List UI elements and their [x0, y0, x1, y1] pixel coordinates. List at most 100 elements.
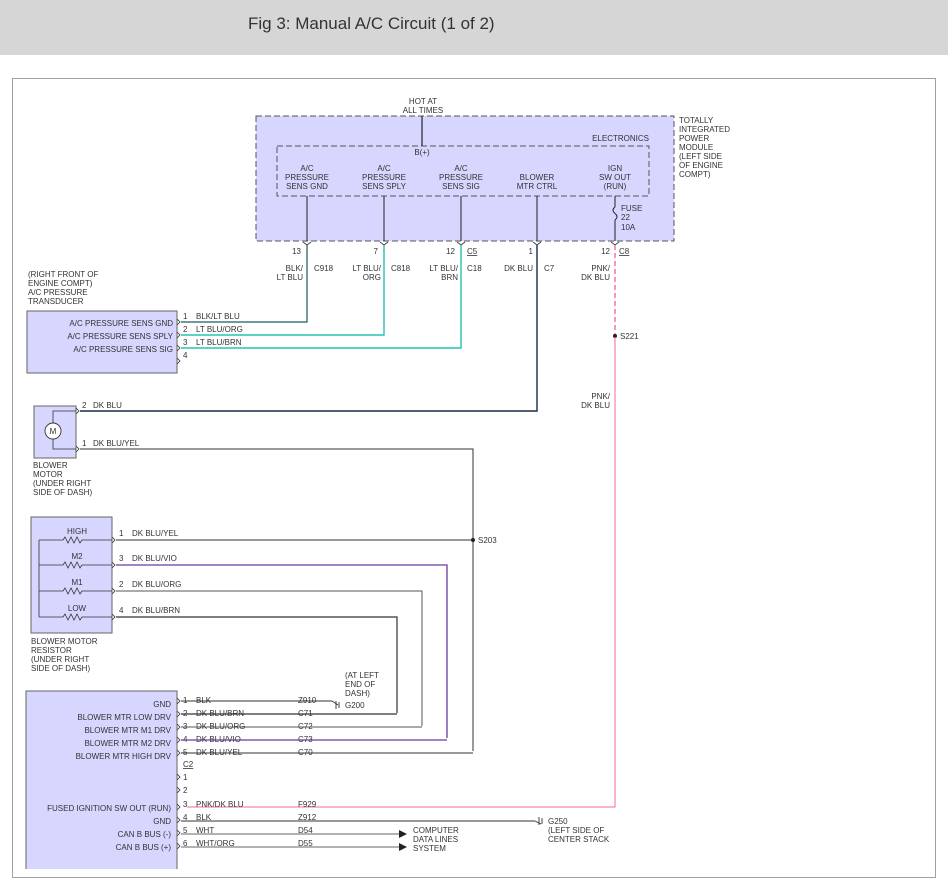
wire-color-label: BLK/: [286, 264, 304, 273]
tipm-pin-label: MTR CTRL: [517, 182, 558, 191]
control-pin-label: CAN B BUS (+): [116, 843, 172, 852]
splice-s203-dot: [471, 538, 475, 542]
resistor-pin-chevrons: [111, 536, 116, 621]
figure-title: Fig 3: Manual A/C Circuit (1 of 2): [248, 14, 495, 33]
tipm-pin-label: A/C: [377, 164, 391, 173]
resistor-step-label: M1: [71, 578, 83, 587]
wire-dk-blu-yel-motor: [80, 448, 474, 751]
hvac-control-module: [25, 690, 178, 869]
circuit-code: F929: [298, 800, 317, 809]
control-pin-label: FUSED IGNITION SW OUT (RUN): [47, 804, 171, 813]
tipm-connector-c8: C8: [619, 247, 630, 256]
control-pin-number: 5: [183, 826, 188, 835]
wire-color-label: ORG: [363, 273, 381, 282]
tipm-module: [255, 115, 675, 242]
tipm-name-line: MODULE: [679, 143, 713, 152]
wire-color-label: PNK/: [591, 392, 610, 401]
wire-dk-blu: [80, 245, 538, 412]
control-pin-label: CAN B BUS (-): [118, 830, 172, 839]
hot-at-label: HOT AT: [409, 97, 437, 106]
tipm-pin-label: A/C: [454, 164, 468, 173]
connector-label: C918: [314, 264, 334, 273]
connector-label: C7: [544, 264, 555, 273]
transducer-pin-number: 1: [183, 312, 188, 321]
control-pin-number: 2: [183, 786, 188, 795]
wire-color-label: DK BLU/BRN: [132, 606, 180, 615]
tipm-name-line: TOTALLY: [679, 116, 714, 125]
ac-pressure-transducer: [26, 310, 178, 374]
fuse-number: 22: [621, 213, 630, 222]
transducer-location: (RIGHT FRONT OF ENGINE COMPT) A/C PRESSU…: [28, 270, 98, 306]
resistor-step-label: LOW: [68, 604, 87, 613]
motor-lead-top: [52, 410, 76, 423]
ground-g200-location: END OF: [345, 680, 375, 689]
tipm-pin-label: SENS SPLY: [362, 182, 407, 191]
transducer-location-line: (RIGHT FRONT OF: [28, 270, 98, 279]
wire-dk-blu-brn: [116, 616, 398, 713]
ground-g250-symbol: [534, 817, 543, 825]
wire-color-label: LT BLU/BRN: [196, 338, 242, 347]
tipm-internal-stubs: [306, 196, 616, 241]
tipm-bplus-label: B(+): [414, 148, 430, 157]
transducer-location-line: A/C PRESSURE: [28, 288, 88, 297]
control-pin-label: BLOWER MTR M2 DRV: [84, 739, 171, 748]
tipm-name-line: INTEGRATED: [679, 125, 730, 134]
blower-pin-number: 2: [82, 401, 87, 410]
circuit-code: D55: [298, 839, 313, 848]
ground-g200-symbol: [331, 700, 340, 709]
blower-motor-label: BLOWER MOTOR (UNDER RIGHT SIDE OF DASH): [33, 461, 92, 497]
transducer-pin-label: A/C PRESSURE SENS GND: [69, 319, 173, 328]
tipm-pin-number: 1: [529, 247, 534, 256]
wire-lt-blu-brn: [181, 245, 462, 349]
resistor-label: BLOWER MOTOR RESISTOR (UNDER RIGHT SIDE …: [31, 637, 98, 673]
wire-pnk-dk-blu: [187, 337, 616, 808]
splice-s221-dot: [613, 334, 617, 338]
motor-letter: M: [50, 427, 57, 436]
blower-motor-label-line: MOTOR: [33, 470, 63, 479]
tipm-name-line: POWER: [679, 134, 709, 143]
resistor-pin-number: 3: [119, 554, 124, 563]
control-pin-number: 3: [183, 800, 188, 809]
figure-header: Fig 3: Manual A/C Circuit (1 of 2): [0, 0, 948, 55]
wire-color-label: DK BLU: [581, 401, 610, 410]
motor-lead-bottom: [52, 439, 76, 450]
ground-g250-location: CENTER STACK: [548, 835, 610, 844]
ground-g200-location: DASH): [345, 689, 370, 698]
resistor-steps: [39, 536, 112, 621]
tipm-pin-label: PRESSURE: [285, 173, 329, 182]
tipm-name-line: (LEFT SIDE: [679, 152, 722, 161]
splice-s203-label: S203: [478, 536, 497, 545]
tipm-pin-label: IGN: [608, 164, 622, 173]
ground-g200-location: (AT LEFT: [345, 671, 379, 680]
fuse-label: FUSE: [621, 204, 642, 213]
wire-color-label: BRN: [441, 273, 458, 282]
wire-color-label: BLK/LT BLU: [196, 312, 240, 321]
control-top-chevrons: [176, 697, 181, 757]
tipm-pin-label: PRESSURE: [439, 173, 483, 182]
tipm-pin-label: SENS SIG: [442, 182, 480, 191]
tipm-electronics-box: [276, 145, 650, 197]
splice-s221-label: S221: [620, 332, 639, 341]
transducer-pin-number: 2: [183, 325, 188, 334]
ground-g200-label: G200: [345, 701, 365, 710]
control-pin-number: 1: [183, 773, 188, 782]
control-pin-label: BLOWER MTR M1 DRV: [84, 726, 171, 735]
blower-motor-label-line: BLOWER: [33, 461, 68, 470]
wire-color-label: DK BLU/ORG: [132, 580, 181, 589]
connector-label: C818: [391, 264, 411, 273]
wire-color-label: LT BLU/: [352, 264, 381, 273]
tipm-pin-number: 7: [374, 247, 379, 256]
control-pin-label: BLOWER MTR LOW DRV: [77, 713, 171, 722]
control-top-rows: GND BLOWER MTR LOW DRV BLOWER MTR M1 DRV…: [76, 700, 172, 761]
connector-label: C18: [467, 264, 482, 273]
transducer-pin-label: A/C PRESSURE SENS SPLY: [67, 332, 173, 341]
wire-color-label: BLK: [196, 813, 212, 822]
control-pin-label: GND: [153, 700, 171, 709]
wire-color-label: WHT/ORG: [196, 839, 235, 848]
control-pin-number: 6: [183, 839, 188, 848]
circuit-code: Z912: [298, 813, 317, 822]
tipm-pin-label: BLOWER: [520, 173, 555, 182]
tipm-electronics-label: ELECTRONICS: [592, 134, 649, 143]
resistor-label-line: BLOWER MOTOR: [31, 637, 98, 646]
tipm-name-line: COMPT): [679, 170, 711, 179]
